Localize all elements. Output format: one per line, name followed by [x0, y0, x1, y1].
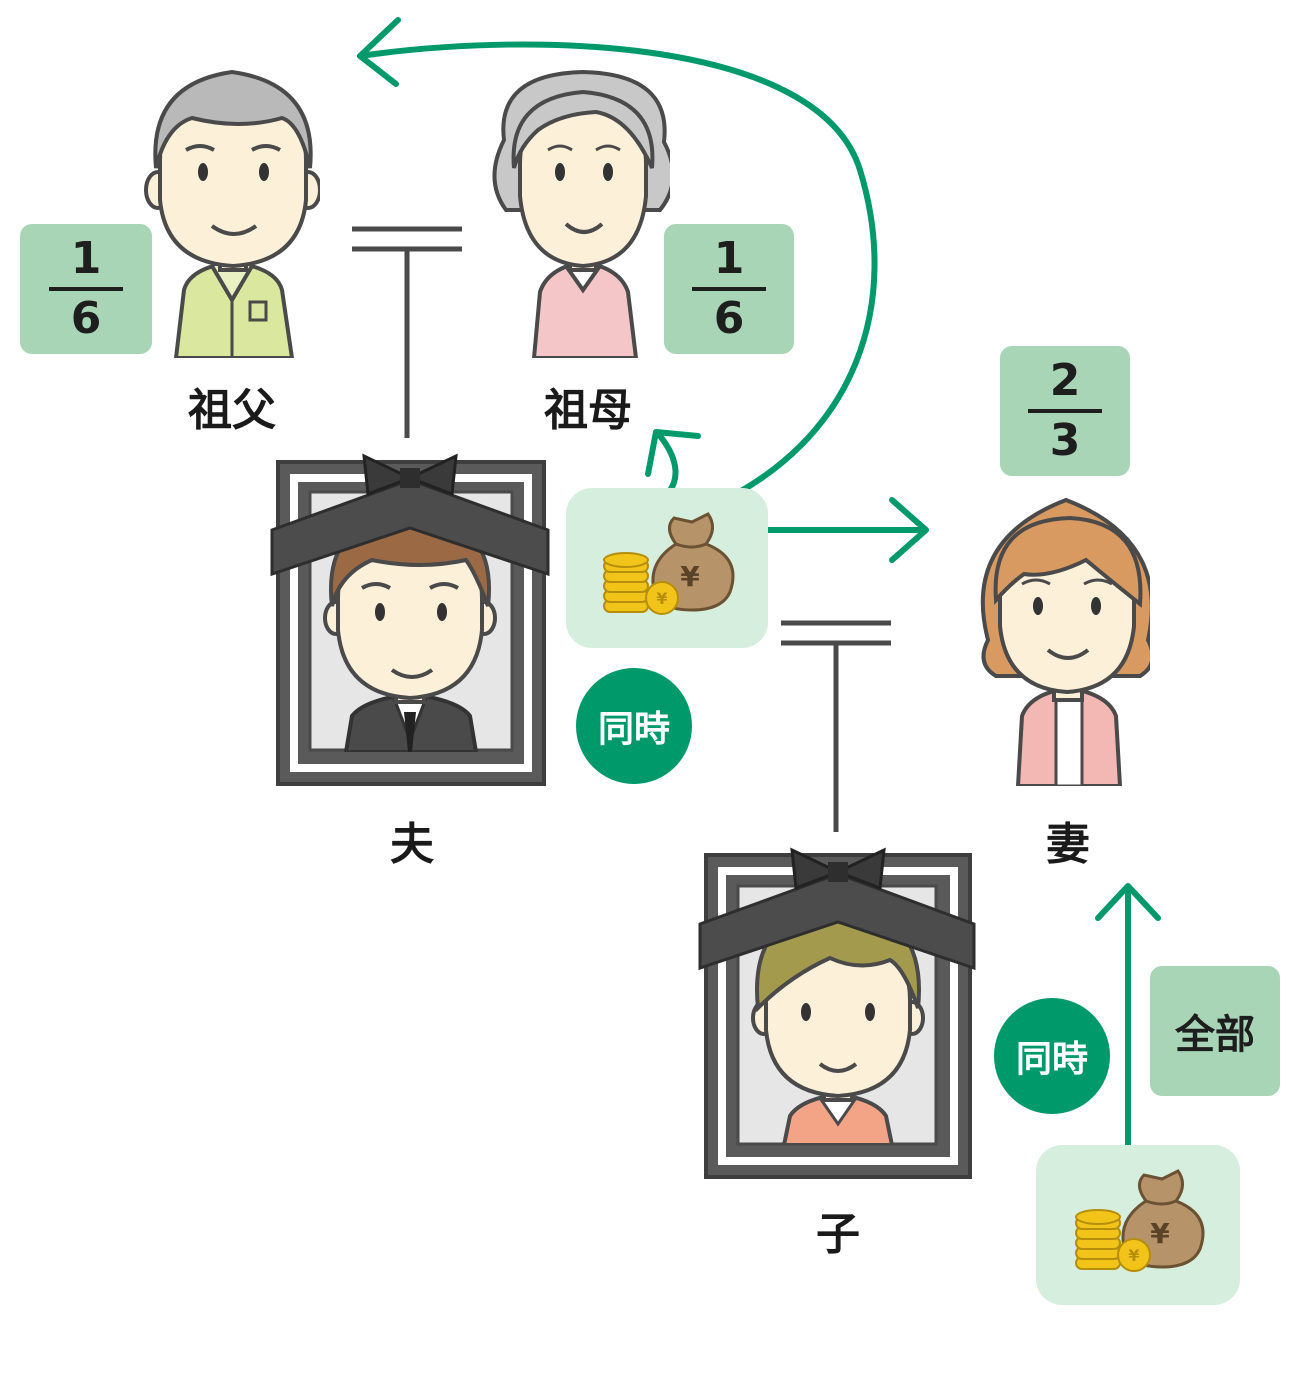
fraction-bar [1028, 409, 1102, 413]
grandmother-label: 祖母 [544, 385, 632, 436]
arrow-to-wife [743, 497, 929, 563]
share-label: 全部 [1175, 1012, 1255, 1058]
husband-label: 夫 [390, 819, 434, 870]
husband-portrait [270, 453, 550, 786]
svg-text:¥: ¥ [1128, 1246, 1139, 1265]
marriage-line-grandparents [352, 226, 462, 438]
child-label: 子 [816, 1209, 860, 1260]
share-numerator: 2 [1049, 355, 1081, 406]
share-denominator: 6 [713, 293, 745, 344]
simultaneous-badge: 同時 [576, 668, 692, 784]
badge-label: 同時 [1015, 1039, 1088, 1080]
fraction-bar [692, 287, 766, 291]
grandfather-share: 1 6 [20, 224, 152, 354]
svg-text:¥: ¥ [656, 589, 667, 608]
grandmother-figure [492, 70, 670, 358]
svg-text:¥: ¥ [680, 560, 700, 593]
fraction-bar [49, 287, 123, 291]
grandfather-figure [144, 69, 320, 358]
simultaneous-badge: 同時 [994, 998, 1110, 1114]
share-denominator: 3 [1049, 415, 1081, 466]
husband-estate-box: ¥ ¥ [566, 488, 768, 648]
share-numerator: 1 [70, 233, 102, 284]
marriage-line-parents [781, 620, 891, 832]
arrow-to-grandfather [357, 17, 878, 511]
money-icon: ¥ ¥ [1075, 1169, 1205, 1272]
arrow-child-estate-to-wife [1095, 883, 1161, 1159]
grandfather-label: 祖父 [188, 385, 276, 436]
money-icon: ¥ ¥ [603, 512, 735, 615]
wife-figure [980, 497, 1150, 786]
wife-label: 妻 [1046, 819, 1090, 870]
share-numerator: 1 [713, 233, 745, 284]
grandmother-share: 1 6 [664, 224, 794, 354]
badge-label: 同時 [597, 709, 670, 750]
child-portrait [698, 847, 976, 1179]
child-estate-share: 全部 [1150, 966, 1280, 1096]
svg-text:¥: ¥ [1150, 1217, 1170, 1250]
wife-share: 2 3 [1000, 346, 1130, 476]
child-estate-box: ¥ ¥ [1036, 1145, 1240, 1305]
share-denominator: 6 [70, 293, 102, 344]
